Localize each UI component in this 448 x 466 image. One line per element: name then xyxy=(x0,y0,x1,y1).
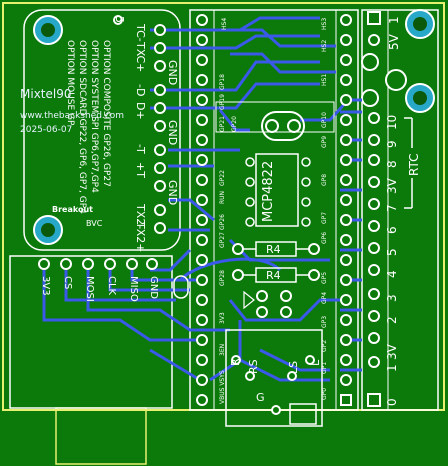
pico-label-hs3: HS3 xyxy=(321,17,328,30)
left-header-top-pin: 5 xyxy=(113,16,126,23)
pico-pins-right xyxy=(340,14,352,406)
pico-label-hs1: HS1 xyxy=(321,73,328,86)
left-label-t-minus: -T xyxy=(134,144,147,154)
left-label-d-minus: -D xyxy=(134,84,147,97)
right-header-outline xyxy=(361,9,439,411)
pico-box xyxy=(215,101,335,133)
right-pin-3: 3 xyxy=(385,294,399,302)
left-label-gnd-3: GND xyxy=(166,180,179,206)
left-label-gnd-2: GND xyxy=(166,120,179,146)
left-label-t-plus: +T xyxy=(134,162,147,178)
right-pin-1: 1 xyxy=(385,364,399,372)
right-pin-8: 8 xyxy=(385,160,399,168)
traces xyxy=(42,16,362,382)
pico-label-gp27: GP27 xyxy=(219,232,226,248)
left-label-gnd-1: GND xyxy=(166,60,179,86)
pico-label-gp2: GP2 xyxy=(321,339,328,352)
right-label-5v: 5V xyxy=(387,34,401,50)
conn-label-l: L xyxy=(309,359,322,366)
resistor-label-1: R4 xyxy=(266,243,281,256)
right-label-1-top: 1 xyxy=(387,16,401,24)
pico-label-gp5: GP5 xyxy=(321,271,328,284)
left-label-d-plus: D+ xyxy=(134,102,147,120)
audio-jack xyxy=(225,329,323,427)
right-pin-0: 0 xyxy=(385,398,399,406)
breakout-sub: BVC xyxy=(86,219,103,228)
left-header-pins xyxy=(113,15,166,234)
right-pin-3v-a: 3V xyxy=(385,178,399,194)
pico-label-3v3: 3V3 xyxy=(219,312,226,324)
pico-label-run: RUN xyxy=(219,190,226,204)
pico-label-gp0: GP0 xyxy=(321,387,328,400)
sd-breakout-outline xyxy=(9,255,173,409)
pico-label-gp20: GP20 xyxy=(231,116,238,132)
pico-label-gp21: GP21 xyxy=(219,116,226,132)
left-label-tc: TC- xyxy=(134,24,147,42)
right-pin-10: 10 xyxy=(385,114,399,130)
right-pin-7: 7 xyxy=(385,204,399,212)
right-header-pins xyxy=(367,11,381,407)
conn-label-rs: RS xyxy=(247,359,260,374)
pico-label-gp6: GP6 xyxy=(321,231,328,244)
mcp4822-chip xyxy=(245,153,311,227)
pico-label-gp22: GP22 xyxy=(219,170,226,186)
conn-label-g: G xyxy=(256,391,265,404)
pico-label-gp9: GP9 xyxy=(321,135,328,148)
spi-pins xyxy=(38,258,158,270)
breakout-label: Breakout xyxy=(52,205,93,214)
right-pin-4: 4 xyxy=(385,270,399,278)
right-pin-6: 6 xyxy=(385,226,399,234)
right-pin-5: 5 xyxy=(385,248,399,256)
spi-label-clk: CLK xyxy=(106,276,117,296)
pico-label-hs2: HS2 xyxy=(321,39,328,52)
ic-label: MCP4822 xyxy=(261,160,276,222)
pico-label-gp26: GP26 xyxy=(219,214,226,230)
pico-label-gp19: GP19 xyxy=(219,94,226,110)
rtc-label: RTC xyxy=(407,153,421,176)
left-label-txc: TXC+ xyxy=(134,42,147,73)
option-sdcard: OPTION SDCARD GP22, GP6, GP7, GP4 xyxy=(77,40,87,214)
rtc-bracket xyxy=(404,117,413,209)
spi-label-cs: CS xyxy=(62,276,73,290)
right-pin-2: 2 xyxy=(385,316,399,324)
pico-label-gp10: GP10 xyxy=(321,112,328,128)
spi-label-mosi: MOSI xyxy=(84,276,95,302)
pico-label-gp1: GP1 xyxy=(321,361,328,374)
pico-label-hs4: HS4 xyxy=(221,17,228,30)
resistor-label-2: R4 xyxy=(266,269,281,282)
spi-label-miso: MISO xyxy=(128,276,139,302)
resistors xyxy=(232,241,320,318)
pico-label-gp4: GP4 xyxy=(321,291,328,304)
watermark-site: www.thebackshed.com xyxy=(20,111,125,121)
pico-label-vbus: VBUS VSYS xyxy=(219,370,226,404)
pico-pins-left xyxy=(196,14,208,406)
watermark-name: Mixtel90 xyxy=(20,87,72,101)
spi-label-3v3: 3V3 xyxy=(40,276,51,296)
watermark-date: 2025-06-07 xyxy=(20,125,73,135)
pico-label-gp28: GP28 xyxy=(219,270,226,286)
pico-label-gp3: GP3 xyxy=(321,315,328,328)
conn-label-ls: LS xyxy=(287,360,300,374)
pico-label-gp7: GP7 xyxy=(321,211,328,224)
pico-label-gp8: GP8 xyxy=(321,173,328,186)
left-label-tx2-plus: TX2+ xyxy=(134,222,147,253)
mounting-holes xyxy=(33,9,435,245)
spi-label-gnd: GND xyxy=(148,276,159,299)
conn-label-r: R xyxy=(229,358,242,366)
right-pin-3v-b: 3V xyxy=(385,344,399,360)
usb-outline xyxy=(55,407,147,465)
pico-label-gp18: GP18 xyxy=(219,74,226,90)
daughter-board-outline xyxy=(23,9,181,251)
pico-label-3en: 3EN xyxy=(219,343,226,356)
right-pin-9: 9 xyxy=(385,140,399,148)
crystal xyxy=(173,111,305,299)
